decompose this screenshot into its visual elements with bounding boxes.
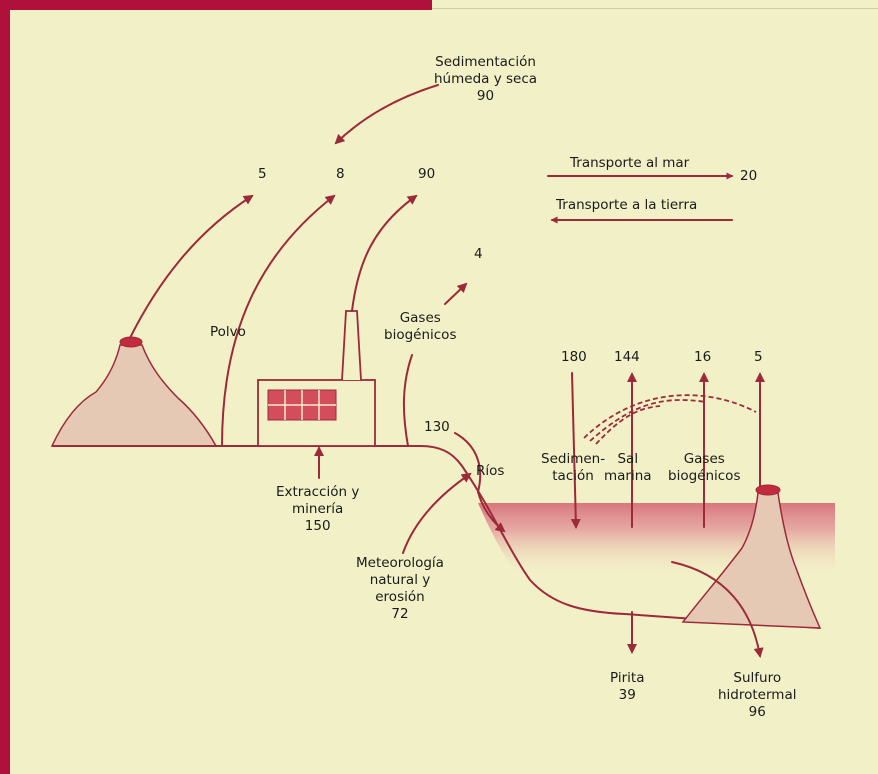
value-sedimentation: 180 — [561, 349, 587, 365]
label-rivers: Ríos — [476, 463, 505, 479]
label-transport-to-land: Transporte a la tierra — [556, 197, 698, 213]
value-transport-to-sea: 20 — [740, 168, 758, 184]
dust-arrow — [221, 194, 336, 447]
value-undersea-volcano: 5 — [754, 349, 763, 365]
label-biogenic-gases-sea: Gases biogénicos — [668, 451, 741, 484]
label-mining: Extracción y minería 150 — [276, 484, 360, 534]
frame-left-bar — [0, 0, 10, 774]
value-dust: 8 — [336, 166, 345, 182]
rivers-arrow — [454, 432, 506, 533]
value-industry-emission: 90 — [418, 166, 436, 182]
label-pyrite: Pirita 39 — [610, 670, 645, 703]
label-sedimentation: Sedimen- tación — [541, 451, 606, 484]
factory-chimney — [341, 310, 362, 381]
dashed-arc-1 — [583, 394, 757, 439]
label-wet-dry-deposition: Sedimentación húmeda y seca 90 — [434, 54, 538, 104]
value-volcano-emission: 5 — [258, 166, 267, 182]
hydrothermal-sulfide-arrow — [671, 561, 764, 658]
chimney-emission-arrow — [351, 194, 418, 312]
value-biogenic-gases-land: 4 — [474, 246, 483, 262]
land-biogenic-line — [402, 354, 413, 447]
ground-and-seafloor-line — [52, 445, 821, 629]
frame-top-bar — [0, 0, 432, 10]
label-transport-to-sea: Transporte al mar — [570, 155, 690, 171]
dashed-arc-3 — [595, 405, 661, 445]
label-hydrothermal-sulfide: Sulfuro hidrotermal 96 — [718, 670, 797, 720]
frame-top-rule — [432, 8, 878, 9]
biogenic-gases-land-arrow — [444, 282, 468, 305]
label-dust: Polvo — [210, 324, 246, 340]
left-volcano — [50, 344, 218, 447]
factory-windows — [267, 389, 337, 421]
value-rivers: 130 — [424, 419, 450, 435]
value-biogenic-gases-sea: 16 — [694, 349, 712, 365]
dashed-arc-2 — [589, 399, 707, 442]
left-volcano-crater — [119, 336, 143, 348]
weathering-arrow — [402, 472, 472, 554]
volcano-emission-arrow — [129, 194, 254, 339]
label-weathering-erosion: Meteorología natural y erosión 72 — [356, 555, 444, 622]
label-biogenic-gases-land: Gases biogénicos — [384, 310, 457, 343]
value-sea-salt: 144 — [614, 349, 640, 365]
label-sea-salt: Sal marina — [604, 451, 652, 484]
undersea-volcano-crater — [755, 484, 781, 496]
sedimentation-arrow — [570, 372, 581, 529]
wet-dry-deposition-arrow — [334, 84, 439, 145]
